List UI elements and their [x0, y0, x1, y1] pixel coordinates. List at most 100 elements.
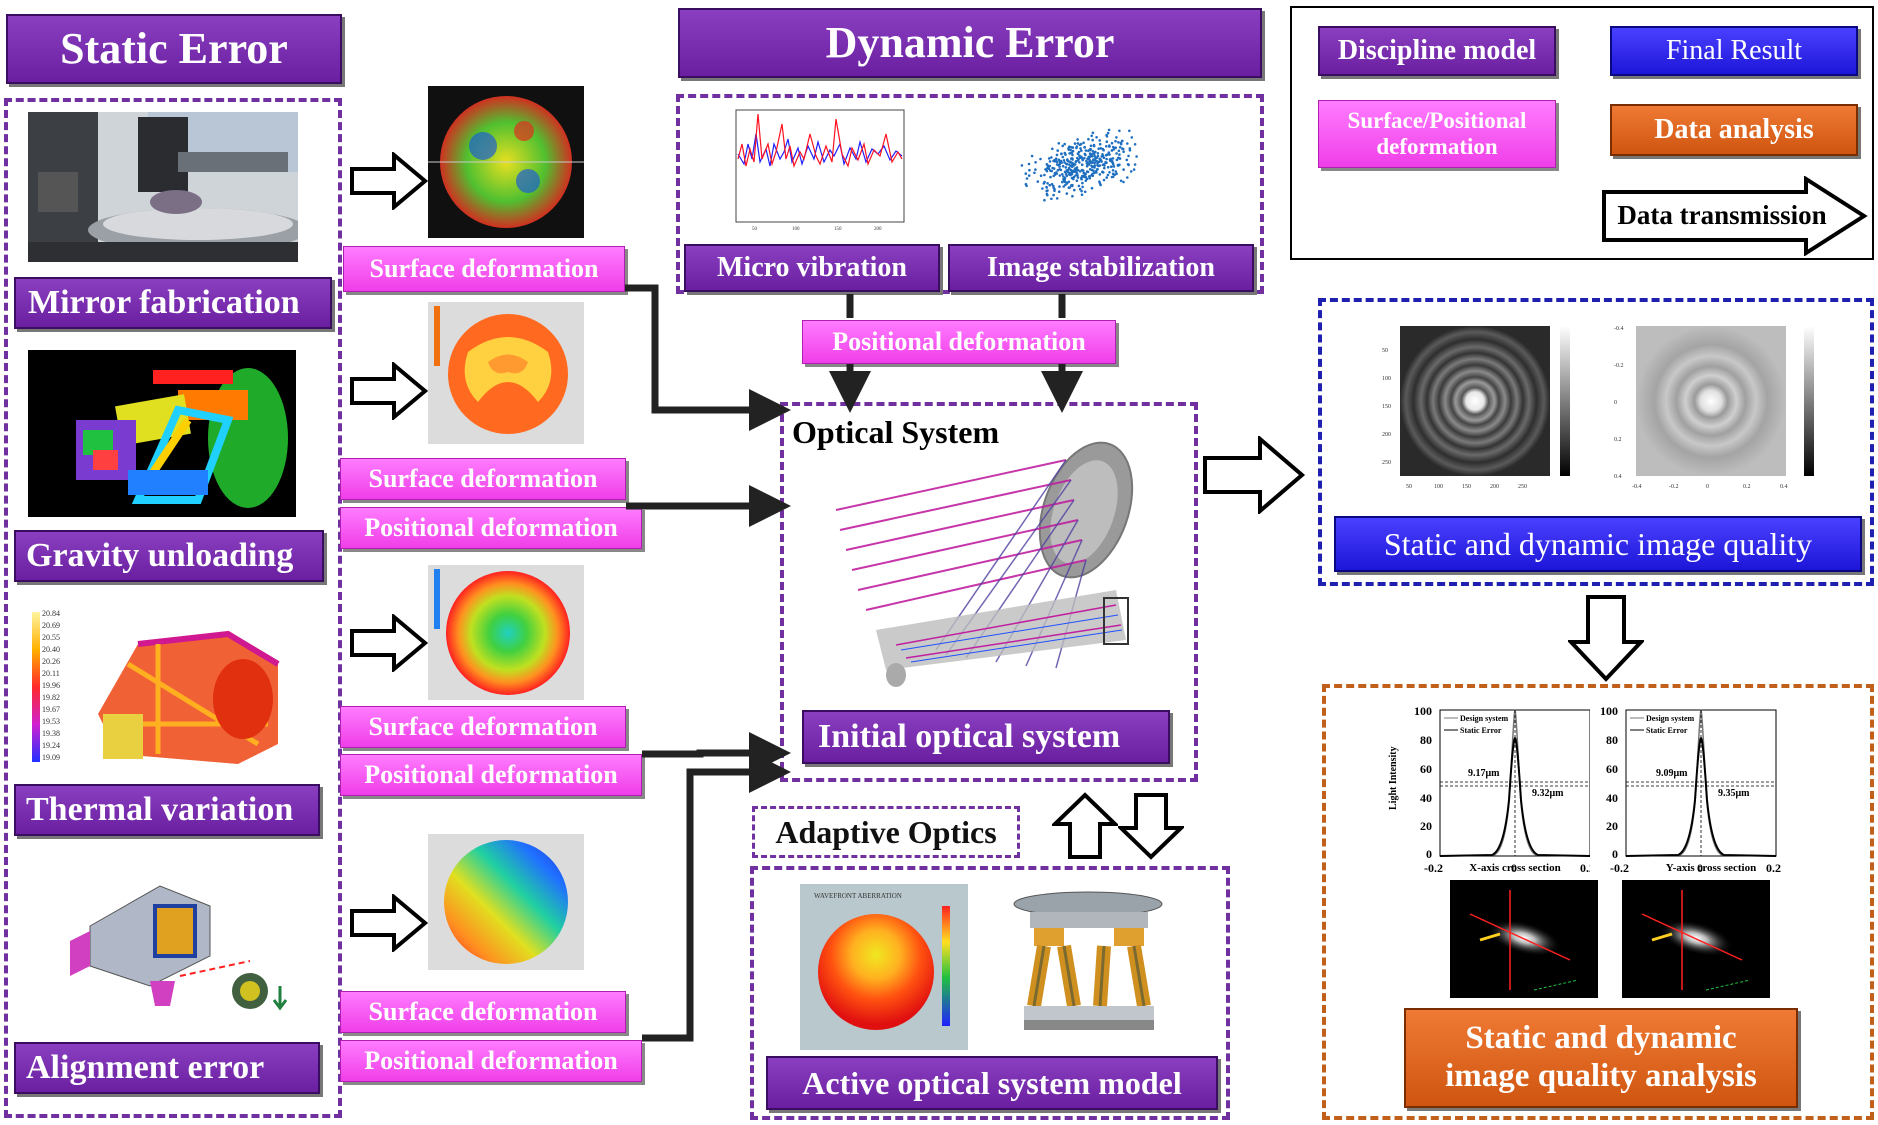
static-arrow-1 — [350, 152, 428, 210]
x-xtick-neg: -0.2 — [1424, 861, 1443, 875]
y-legend-design: Design system — [1646, 714, 1695, 723]
scatter-point — [1118, 129, 1121, 133]
scatter-point — [1135, 155, 1138, 158]
scatter-point — [1089, 144, 1093, 148]
scatter-point — [1102, 148, 1105, 152]
thermal-scale-tick: 20.11 — [42, 669, 60, 678]
scatter-point — [1125, 158, 1129, 162]
scatter-point — [1128, 129, 1131, 133]
scatter-point — [1101, 170, 1104, 174]
scatter-point — [1069, 148, 1072, 152]
thermal-scale-tick: 20.84 — [42, 609, 60, 618]
scatter-point — [1024, 172, 1028, 175]
x-fwhm-design: 9.17μm — [1468, 768, 1500, 779]
scatter-point — [1122, 150, 1125, 153]
legend-data-transmission-arrow — [1602, 176, 1868, 256]
scatter-point — [1115, 172, 1118, 175]
scatter-point — [1090, 186, 1094, 190]
scatter-point — [1098, 142, 1102, 146]
alignment-positional-deformation: Positional deformation — [340, 1040, 642, 1082]
scatter-point — [1111, 169, 1115, 172]
psf-static-ytick: 150 — [1382, 404, 1391, 410]
scatter-point — [1046, 193, 1049, 197]
scatter-point — [1093, 158, 1097, 162]
scatter-point — [1082, 171, 1085, 175]
scatter-point — [1065, 192, 1069, 195]
x-ytick-60: 60 — [1420, 762, 1432, 776]
scatter-point — [1114, 170, 1118, 173]
x-cross-section-svg: Light Intensity 100 80 60 40 20 0 -0.2 0… — [1388, 704, 1595, 875]
scatter-point — [1130, 136, 1134, 139]
scatter-point — [1087, 149, 1090, 153]
scatter-point — [1055, 153, 1059, 157]
optical-to-quality-arrow — [1203, 436, 1306, 514]
scatter-point — [1112, 165, 1116, 168]
scatter-point — [1057, 190, 1061, 193]
scatter-point — [1105, 145, 1108, 148]
scatter-point — [1061, 173, 1064, 176]
static-arrow-4 — [350, 894, 428, 952]
adaptive-optics-frame — [750, 866, 1230, 1120]
scatter-point — [1091, 161, 1094, 164]
scatter-point — [1126, 176, 1129, 179]
mirror-fabrication-label: Mirror fabrication — [14, 277, 332, 329]
scatter-point — [1073, 188, 1076, 192]
y-cross-section-svg: 100 80 60 40 20 0 -0.2 0 0.2 Design syst… — [1600, 704, 1781, 875]
scatter-point — [1058, 174, 1062, 177]
scatter-point — [1028, 168, 1031, 172]
scatter-point — [1025, 177, 1029, 180]
thermal-variation-label: Thermal variation — [14, 784, 320, 836]
scatter-point — [1119, 142, 1123, 146]
scatter-point — [1112, 147, 1116, 151]
scatter-point — [1068, 163, 1071, 166]
thermal-scale-tick: 20.40 — [42, 645, 60, 654]
static-arrow-2 — [350, 362, 428, 420]
scatter-point — [1099, 158, 1103, 162]
scatter-point — [1033, 171, 1036, 175]
scatter-point — [1077, 150, 1081, 154]
dynamic-error-frame — [676, 94, 1264, 294]
fabrication-surface-deformation: Surface deformation — [343, 246, 625, 292]
scatter-point — [1081, 158, 1084, 162]
scatter-point — [1050, 197, 1053, 201]
scatter-point — [1063, 142, 1066, 146]
thermal-scale-tick: 19.67 — [42, 705, 60, 714]
scatter-point — [1105, 135, 1109, 138]
scatter-point — [1062, 175, 1065, 178]
scatter-point — [1064, 153, 1067, 156]
scatter-point — [1080, 193, 1084, 196]
scatter-point — [1080, 163, 1084, 166]
scatter-point — [1083, 190, 1087, 194]
scatter-point — [1093, 161, 1096, 165]
scatter-point — [1096, 162, 1099, 165]
scatter-point — [1133, 163, 1137, 166]
scatter-point — [1078, 187, 1082, 191]
scatter-point — [1102, 178, 1106, 182]
thermal-scale-tick: 19.24 — [42, 741, 60, 750]
legend-surface-positional: Surface/Positional deformation — [1318, 100, 1556, 168]
scatter-point — [1057, 158, 1061, 162]
scatter-point — [1071, 194, 1074, 198]
initial-optical-system-label: Initial optical system — [802, 710, 1170, 764]
quality-to-analysis-arrow — [1568, 595, 1644, 682]
legend-discipline-model: Discipline model — [1318, 26, 1556, 76]
scatter-point — [1078, 154, 1081, 157]
scatter-point — [1122, 180, 1125, 184]
x-legend-design: Design system — [1460, 714, 1509, 723]
scatter-point — [1062, 177, 1065, 181]
scatter-point — [1062, 159, 1066, 162]
scatter-point — [1118, 146, 1122, 149]
scatter-point — [1075, 168, 1078, 171]
scatter-point — [1069, 184, 1073, 187]
scatter-point — [1046, 182, 1049, 185]
y-ytick-40: 40 — [1606, 791, 1618, 805]
scatter-point — [1094, 150, 1097, 154]
psf-static-xtick: 200 — [1490, 484, 1499, 490]
scatter-point — [1121, 147, 1125, 151]
optical-system-raytrace — [816, 430, 1146, 690]
mirror-fabrication-image — [28, 112, 298, 262]
